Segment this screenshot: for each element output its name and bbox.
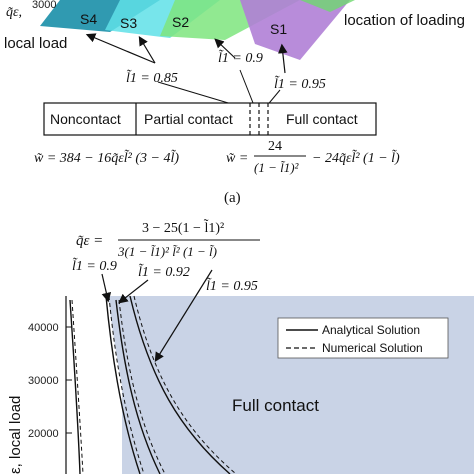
location-label: location of loading bbox=[344, 12, 465, 29]
legend-analytical: Analytical Solution bbox=[322, 323, 420, 337]
equation-b-lhs: q̃ε = bbox=[76, 233, 103, 249]
equation-b-den: 3(1 − l̃1)² l̃² (1 − l̃) bbox=[117, 244, 217, 259]
y-tick-label-40000: 40000 bbox=[28, 322, 59, 334]
legend-numerical: Numerical Solution bbox=[322, 341, 423, 355]
curve-numerical-2 bbox=[118, 299, 166, 474]
top-value: 3000 bbox=[32, 0, 56, 11]
arrow-l085 bbox=[85, 33, 156, 64]
curve-analytical-3 bbox=[129, 295, 231, 474]
caption-a: (a) bbox=[224, 190, 241, 206]
curve-analytical-0 bbox=[69, 299, 81, 474]
surface-label-s3: S3 bbox=[120, 15, 137, 31]
curve-numerical-1 bbox=[108, 295, 145, 474]
surface-label-s4: S4 bbox=[80, 11, 97, 27]
l-label-085: l̃1 = 0.85 bbox=[126, 69, 178, 86]
y-tick-label-20000: 20000 bbox=[28, 428, 59, 440]
arrow-l085-b bbox=[138, 35, 156, 64]
equation-right-num: 24 bbox=[268, 139, 282, 154]
region-edge-fill bbox=[108, 296, 140, 474]
l-label-b-09: l̃1 = 0.9 bbox=[72, 257, 117, 274]
surface-s1 bbox=[240, 0, 350, 60]
arrow-l095 bbox=[278, 43, 288, 74]
surface-s2-edge bbox=[300, 0, 355, 12]
equation-right-suffix: − 24q̃εl̃² (1 − l̃) bbox=[312, 149, 400, 166]
arrow-l09 bbox=[214, 38, 236, 59]
equation-right-prefix: w̃ = bbox=[226, 151, 248, 166]
l-label-095: l̃1 = 0.95 bbox=[274, 75, 326, 92]
arrow-b-095 bbox=[154, 269, 213, 363]
arrow-b-092 bbox=[118, 279, 149, 304]
panel-b: q̃ε = 3 − 25(1 − l̃1)² 3(1 − l̃1)² l̃² (… bbox=[7, 219, 474, 474]
l-label-b-092: l̃1 = 0.92 bbox=[138, 263, 190, 280]
curve-analytical-1 bbox=[105, 295, 141, 474]
equation-left: w̃ = 384 − 16q̃εl̃² (3 − 4l̃) bbox=[34, 149, 179, 166]
lead-l09 bbox=[239, 69, 256, 109]
l-label-b-095: l̃1 = 0.95 bbox=[206, 277, 258, 294]
curve-numerical-3 bbox=[133, 295, 237, 474]
equation-b-num: 3 − 25(1 − l̃1)² bbox=[142, 219, 224, 236]
arrow-b-09 bbox=[101, 273, 112, 303]
equation-right-den: (1 − l̃1)² bbox=[254, 160, 300, 175]
region-full: Full contact bbox=[286, 111, 358, 127]
region-label-full-contact: Full contact bbox=[232, 396, 319, 415]
legend-box bbox=[277, 317, 449, 359]
region-noncontact: Noncontact bbox=[50, 111, 121, 127]
curve-analytical-2 bbox=[115, 299, 161, 474]
contact-bar bbox=[43, 102, 377, 136]
qe-label: q̃ε, bbox=[6, 5, 22, 20]
y-tick-label-30000: 30000 bbox=[28, 375, 59, 387]
local-load-label: local load bbox=[4, 35, 67, 52]
panel-a: q̃ε, 3000 local load location of loading… bbox=[4, 0, 465, 206]
surface-label-s1: S1 bbox=[270, 21, 287, 37]
surface-label-s2: S2 bbox=[172, 14, 189, 30]
y-axis-label: ε, local load bbox=[7, 396, 24, 474]
curve-numerical-0 bbox=[71, 299, 84, 474]
region-partial: Partial contact bbox=[144, 111, 233, 127]
l-label-09: l̃1 = 0.9 bbox=[218, 49, 263, 66]
